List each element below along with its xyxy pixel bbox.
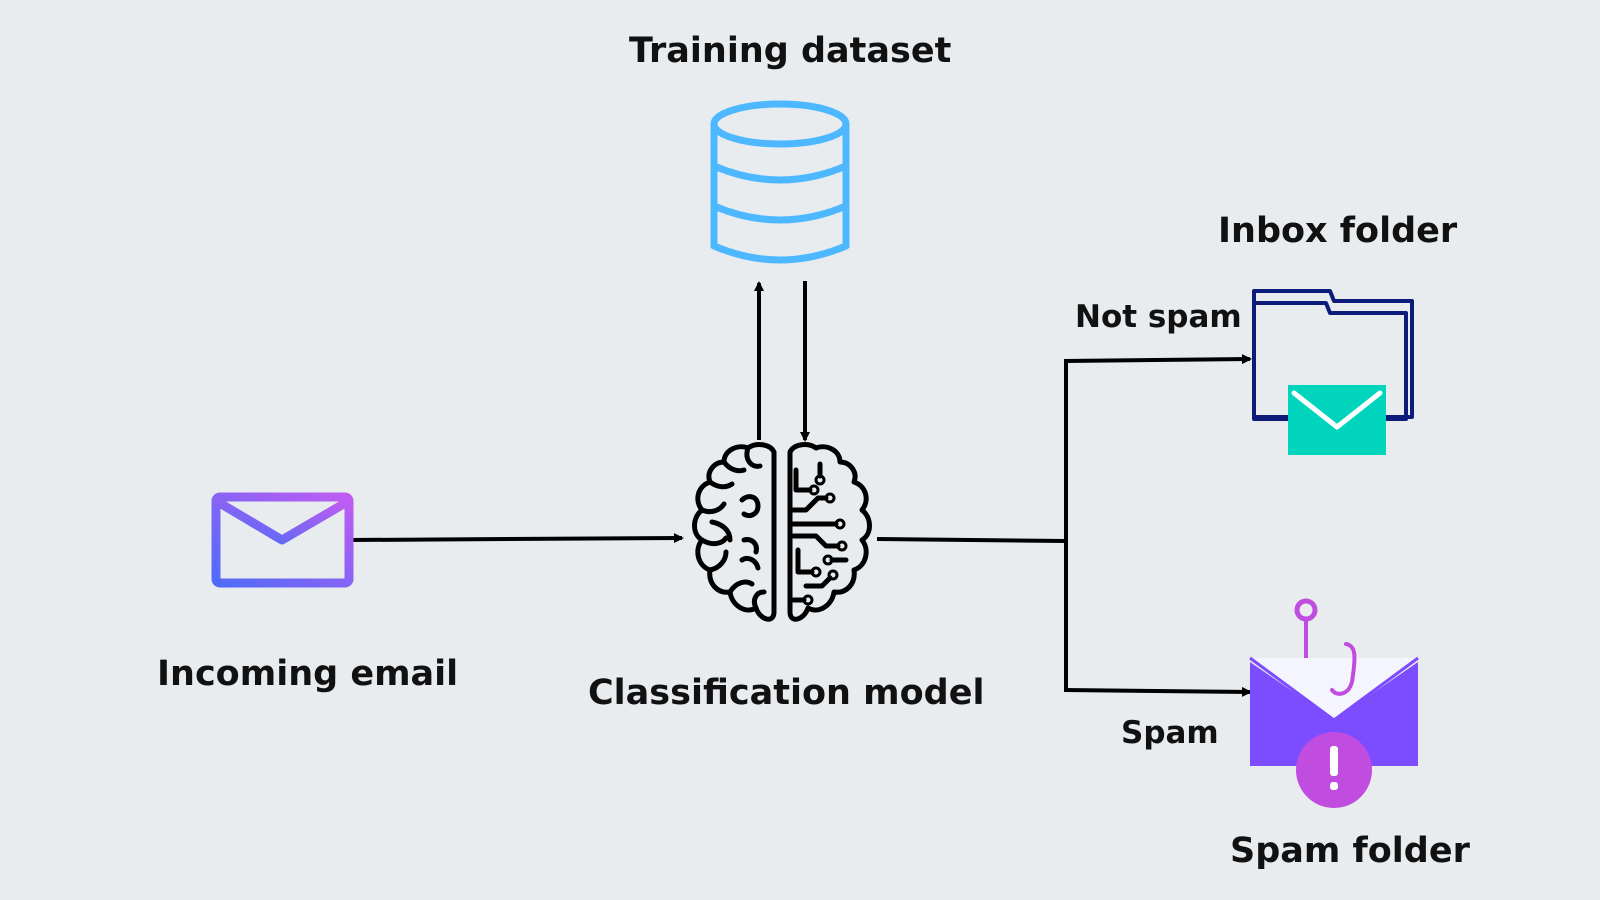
training-dataset-label: Training dataset: [629, 31, 952, 71]
not-spam-label: Not spam: [1075, 299, 1242, 335]
classification-model-label: Classification model: [588, 673, 985, 713]
incoming-email-label: Incoming email: [157, 654, 459, 694]
arrow-to-inbox: [1063, 354, 1252, 365]
spam-label: Spam: [1121, 715, 1219, 751]
spam-mail-icon: [1249, 598, 1419, 808]
database-icon: [710, 100, 850, 264]
brain-circuit-icon: [692, 442, 872, 622]
email-icon: [169, 492, 354, 588]
envelope-shape: [1288, 385, 1386, 455]
arrow-to-spam: [1063, 686, 1252, 697]
inbox-folder-label: Inbox folder: [1218, 211, 1458, 251]
connector-model-to-split: [876, 537, 1067, 543]
spam-folder-label: Spam folder: [1230, 831, 1470, 871]
arrow-email-to-model: [349, 533, 684, 544]
folder-mail-icon: [1252, 289, 1414, 455]
